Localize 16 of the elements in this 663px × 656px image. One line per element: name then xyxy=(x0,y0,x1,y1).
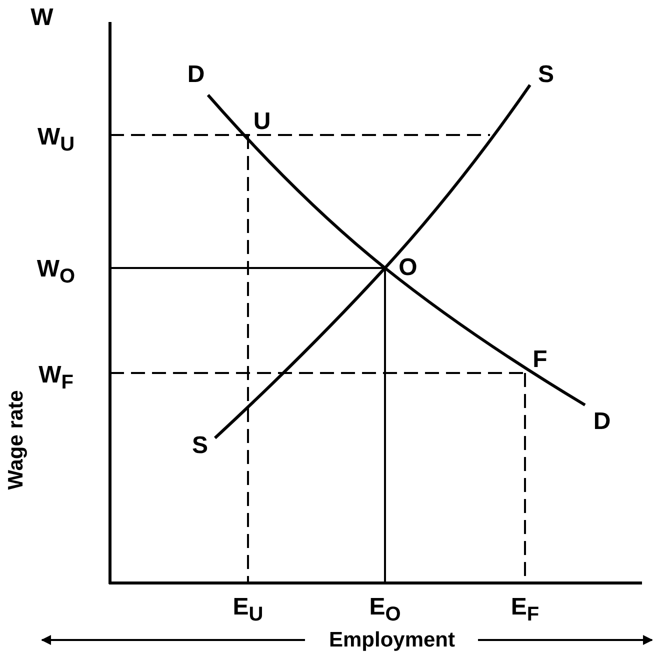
axis-title: Wage rate xyxy=(6,390,26,490)
axis-label: W xyxy=(30,6,54,30)
curve-label: S xyxy=(192,434,208,458)
tick-label: W$_{U}$ xyxy=(37,126,75,154)
curve-label: S xyxy=(538,63,554,87)
curve-label: D xyxy=(593,410,611,434)
tick-label: E$_{U}$ xyxy=(232,596,264,624)
tick-label: W$_{O}$ xyxy=(36,258,76,286)
tick-label: E$_{F}$ xyxy=(510,596,540,624)
tick-label: W$_{F}$ xyxy=(38,364,74,392)
point-label: U xyxy=(253,110,271,134)
tick-label: E$_{O}$ xyxy=(369,596,401,624)
point-label: F xyxy=(532,348,548,372)
point-label: O xyxy=(398,256,418,280)
curve-label: D xyxy=(187,63,205,87)
axis-title: Employment xyxy=(328,630,456,650)
